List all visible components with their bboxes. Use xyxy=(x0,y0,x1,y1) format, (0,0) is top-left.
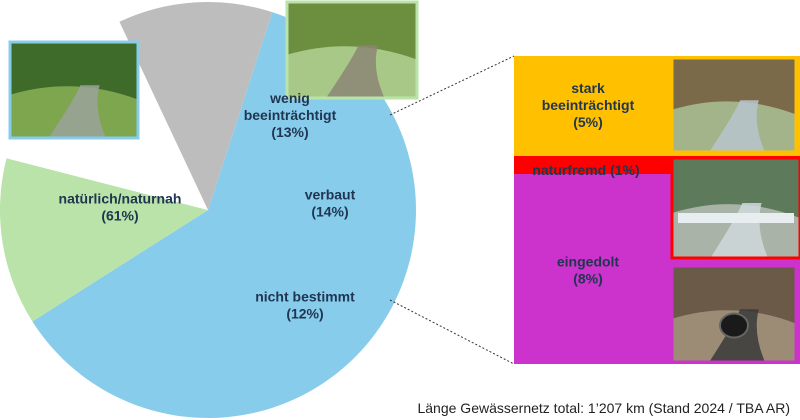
connector-line-bottom xyxy=(389,299,515,365)
photo-meadow-stream xyxy=(285,0,419,100)
photo-forest-stream xyxy=(8,40,140,140)
footer-note: Länge Gewässernetz total: 1’207 km (Stan… xyxy=(417,400,790,416)
photo-channel-stream xyxy=(670,56,798,154)
photos xyxy=(8,0,800,364)
photo-weir xyxy=(670,156,800,260)
pie-label-natürlich-naturnah: natürlich/naturnah(61%) xyxy=(59,191,182,224)
connector-line-top xyxy=(389,55,515,116)
bar-label-eingedolt: eingedolt(8%) xyxy=(557,254,620,287)
pie-slice-nicht-bestimmt xyxy=(119,1,273,210)
pie-slice-wenig-beeinträchtigt xyxy=(0,158,208,322)
bar-label-naturfremd: naturfremd (1%) xyxy=(532,162,639,178)
pie-slice-natürlich-naturnah xyxy=(32,12,416,418)
photo-culvert xyxy=(670,264,798,364)
pie-label-nicht-bestimmt: nicht bestimmt(12%) xyxy=(255,289,355,322)
pie-label-verbaut: verbaut(14%) xyxy=(305,187,356,220)
zoom-connector-lines xyxy=(389,55,515,365)
